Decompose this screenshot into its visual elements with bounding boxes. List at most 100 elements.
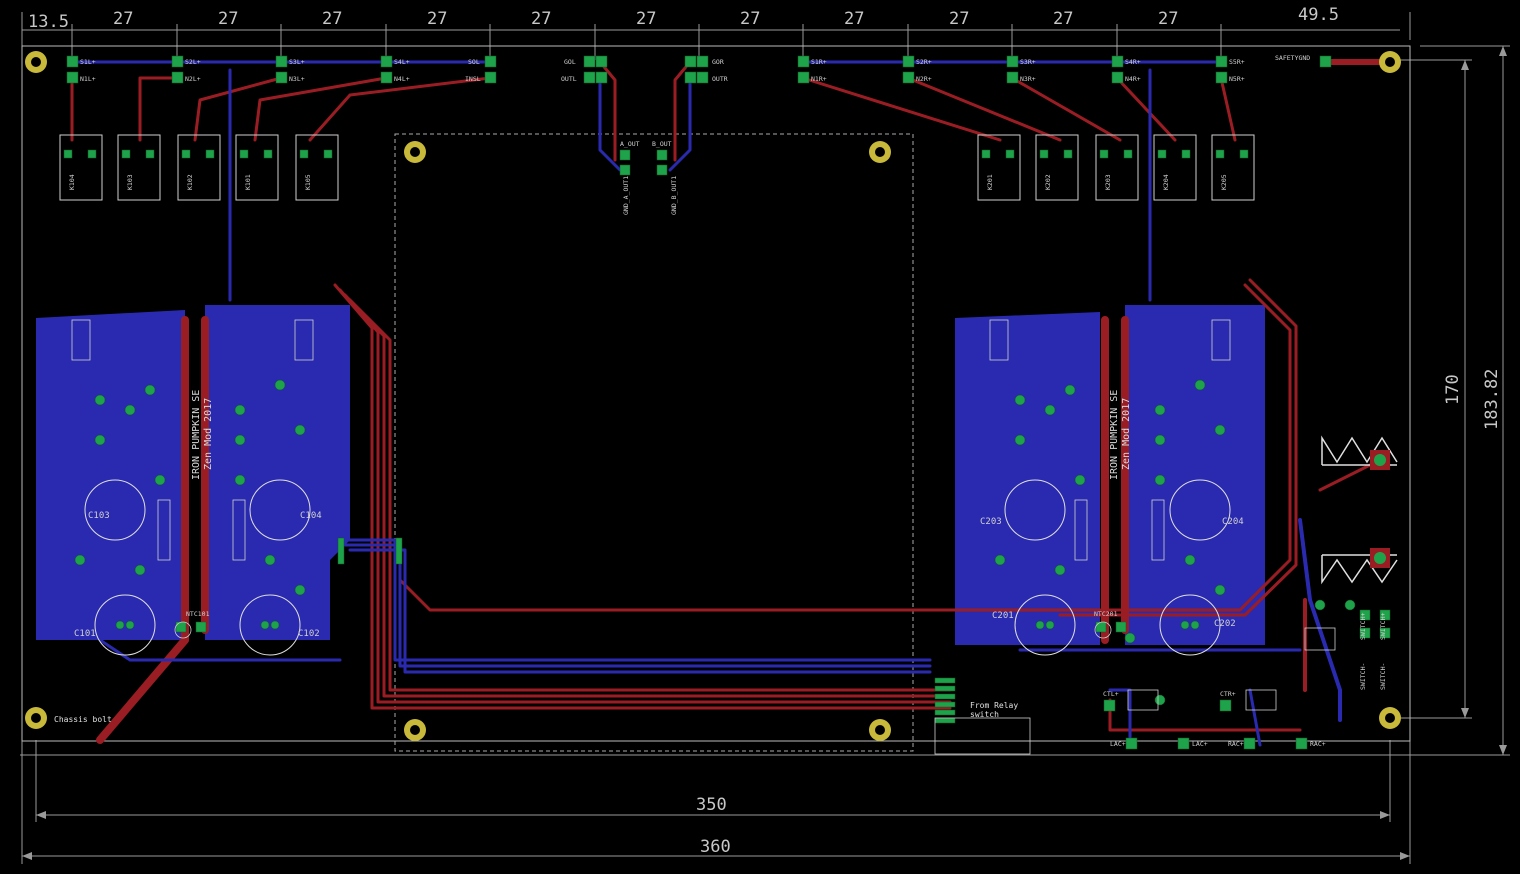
conn-label: GOL [564,58,576,66]
dim-top-9: 27 [949,9,969,29]
connector-labels-center: GOL GOR OUTL OUTR A_OUT B_OUT GND_A_OUT1… [561,58,728,215]
conn-label: GND_B_OUT1 [670,176,678,215]
conn-label: S3R+ [1020,58,1036,66]
conn-label: OUTR [712,75,728,83]
relay-label: K205 [1220,174,1228,190]
component-outlines [71,319,1336,755]
psu-switch-label: SWITCH+ [1359,613,1367,640]
psu-switch-label: SWITCH+ [1379,613,1387,640]
cap-label: C102 [298,629,320,639]
power-label: RAC+ [1310,740,1326,748]
dim-top-6: 27 [636,9,656,29]
board-outline [21,45,1411,742]
dim-top-12: 49.5 [1298,5,1339,25]
dimension-labels: 13.5 27 27 27 27 27 27 27 27 27 27 27 49… [28,5,1502,857]
conn-label: N2L+ [185,75,201,83]
ntc-label: NTC201 [1094,610,1118,618]
relay-label: K104 [68,174,76,190]
conn-label: S3L+ [289,58,305,66]
relay-label: K204 [1162,174,1170,190]
conn-label: GOR [712,58,724,66]
board-title-right: IRON PUMPKIN SE [1109,390,1120,480]
dim-top-0: 13.5 [28,12,69,32]
conn-label: S4L+ [394,58,410,66]
conn-label: N4L+ [394,75,410,83]
relay-label: K101 [244,174,252,190]
dim-top-1: 27 [113,9,133,29]
heatsink-area-outline [394,133,914,752]
safety-gnd-label: SAFETYGND [1275,54,1310,62]
dim-height-183: 183.82 [1482,369,1502,430]
conn-label: N1L+ [80,75,96,83]
conn-label: S4R+ [1125,58,1141,66]
cap-label: C204 [1222,517,1244,527]
conn-label: N4R+ [1125,75,1141,83]
dim-top-7: 27 [740,9,760,29]
relay-label: K201 [986,174,994,190]
conn-label: OUTL [561,75,577,83]
cap-label: C202 [1214,619,1236,629]
power-label: RAC+ [1228,740,1244,748]
dim-top-2: 27 [218,9,238,29]
dim-top-5: 27 [531,9,551,29]
conn-label: S5R+ [1229,58,1245,66]
relay-note-line2: switch [970,710,999,719]
conn-label: N3R+ [1020,75,1036,83]
board-subtitle-left: Zen Mod 2017 [203,398,214,470]
relay-label: K103 [126,174,134,190]
conn-label: INSL [465,75,481,83]
electrolytic-capacitors [84,479,1231,656]
dim-top-4: 27 [427,9,447,29]
ntc-label: NTC101 [186,610,210,618]
psu-switch-label: SWITCH- [1379,663,1387,690]
cap-label: C101 [74,629,96,639]
bottom-traces [70,60,1342,747]
conn-label: A_OUT [620,140,640,148]
dim-top-10: 27 [1053,9,1073,29]
connector-labels-top-right: S1R+ S2R+ S3R+ S4R+ S5R+ N1R+ N2R+ N3R+ … [811,54,1310,83]
power-label: CTL+ [1103,690,1119,698]
board-subtitle-right: Zen Mod 2017 [1121,398,1132,470]
relay-labels: K104 K103 K102 K101 K105 K201 K202 K203 … [68,174,1228,190]
conn-label: N2R+ [916,75,932,83]
mounting-holes [25,51,1401,741]
relay-note-line1: From Relay [970,701,1018,710]
power-labels: CTL+ LAC+ LAC+ CTR+ RAC+ RAC+ SWITCH+ SW… [1103,613,1387,748]
relay-row-right [977,134,1255,201]
psu-switch-label: SWITCH- [1359,663,1367,690]
power-label: LAC+ [1110,740,1126,748]
relay-label: K105 [304,174,312,190]
pads [63,55,1391,750]
conn-label: GND_A_OUT1 [622,176,630,215]
cap-label: C201 [992,611,1014,621]
dim-height-170: 170 [1443,374,1463,405]
vias [74,379,1356,706]
dimension-lines [20,12,1510,864]
power-label: LAC+ [1192,740,1208,748]
conn-label: B_OUT [652,140,672,148]
dim-top-3: 27 [322,9,342,29]
relay-label: K102 [186,174,194,190]
relay-label: K202 [1044,174,1052,190]
conn-label: N5R+ [1229,75,1245,83]
cap-label: C103 [88,511,110,521]
dim-width-350: 350 [696,795,727,815]
board-title-left: IRON PUMPKIN SE [191,390,202,480]
connector-labels-top-left: S1L+ S2L+ S3L+ S4L+ SOL N1L+ N2L+ N3L+ N… [80,58,481,83]
conn-label: S1R+ [811,58,827,66]
conn-label: S2L+ [185,58,201,66]
dimension-arrows [22,46,1507,860]
dim-top-8: 27 [844,9,864,29]
relay-row-left [59,134,339,201]
conn-label: N1R+ [811,75,827,83]
dim-width-360: 360 [700,837,731,857]
dim-top-11: 27 [1158,9,1178,29]
conn-label: S2R+ [916,58,932,66]
cap-label: C104 [300,511,322,521]
chassis-bolt-label: Chassis bolt [54,715,112,724]
heatsink-pads [1370,450,1390,568]
capacitor-labels: C103 C104 C101 C102 C203 C204 C201 C202 [74,511,1244,639]
conn-label: S1L+ [80,58,96,66]
conn-label: N3L+ [289,75,305,83]
